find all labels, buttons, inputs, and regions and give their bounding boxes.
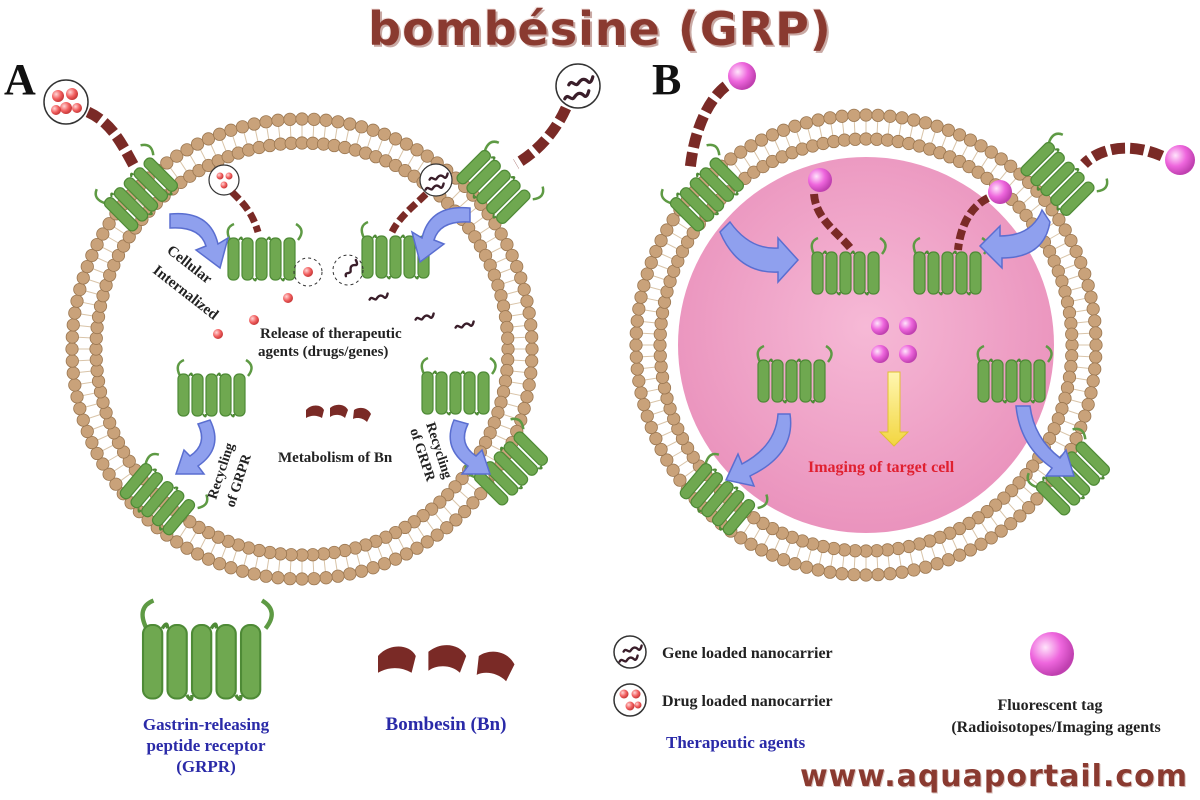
fluorescent-tag — [899, 317, 917, 335]
page-title: bombésine (GRP) — [368, 2, 832, 56]
internalize-arrow — [719, 220, 800, 284]
bombesin-chain — [513, 105, 572, 169]
gene-nanocarrier-small — [419, 163, 453, 197]
legend-therapeutic-label: Therapeutic agents — [666, 733, 806, 752]
fluorescent-tag — [1165, 145, 1195, 175]
imaging-label: Imaging of target cell — [808, 459, 955, 476]
imaging-arrow — [878, 371, 910, 447]
bombesin-chain — [85, 106, 139, 169]
recycle-arrow — [174, 419, 216, 475]
recycle-arrow — [1015, 405, 1076, 477]
bombesin-chain — [229, 189, 262, 234]
legend-receptor-icon — [143, 601, 272, 700]
legend-grpr-line2: peptide receptor — [146, 736, 266, 755]
gene-nanocarrier — [555, 63, 601, 109]
legend-fluorescent-icon — [1030, 632, 1074, 676]
internalize-arrow — [410, 206, 471, 264]
panel-a-label: A — [4, 55, 36, 104]
release-label-line1: Release of therapeutic — [260, 326, 402, 342]
fluorescent-tag — [871, 317, 889, 335]
fluorescent-tag — [988, 180, 1012, 204]
watermark: www.aquaportail.com — [799, 759, 1188, 794]
released-carrier — [293, 257, 323, 287]
internalize-arrow — [169, 212, 230, 270]
legend-fluorescent-line2: (Radioisotopes/Imaging agents — [951, 719, 1160, 736]
internalize-arrow — [978, 208, 1051, 270]
legend-bombesin-label: Bombesin (Bn) — [386, 714, 507, 735]
fluorescent-tag — [808, 168, 832, 192]
legend-grpr-line1: Gastrin-releasing — [143, 715, 270, 734]
bombesin-chain — [954, 194, 991, 251]
released-carrier — [332, 254, 364, 286]
drug-particle — [283, 293, 293, 303]
legend-gene-label: Gene loaded nanocarrier — [662, 645, 833, 662]
recycle-arrow — [724, 413, 792, 488]
drug-nanocarrier-small — [208, 164, 240, 196]
bombesin-chain — [388, 191, 429, 234]
metabolism-label: Metabolism of Bn — [278, 450, 393, 466]
bombesin-chain — [1080, 142, 1165, 169]
drug-particle — [213, 329, 223, 339]
drug-nanocarrier — [43, 79, 89, 125]
fluorescent-tag — [871, 345, 889, 363]
legend-drug-icon — [613, 683, 647, 717]
recycle-arrow — [449, 419, 492, 475]
drug-particle — [249, 315, 259, 325]
panel-b-label: B — [652, 55, 681, 104]
legend-bombesin-icon — [378, 645, 515, 682]
fluorescent-tag — [899, 345, 917, 363]
bombesin-chain — [810, 193, 856, 253]
cell-a-membrane — [65, 112, 539, 586]
legend-drug-label: Drug loaded nanocarrier — [662, 693, 833, 710]
legend-gene-icon — [613, 635, 647, 669]
legend-fluorescent-line1: Fluorescent tag — [997, 697, 1102, 714]
legend-grpr-line3: (GRPR) — [176, 757, 235, 776]
bombesin-chain — [684, 81, 730, 171]
release-label-line2: agents (drugs/genes) — [258, 344, 388, 360]
fluorescent-tag — [728, 62, 756, 90]
